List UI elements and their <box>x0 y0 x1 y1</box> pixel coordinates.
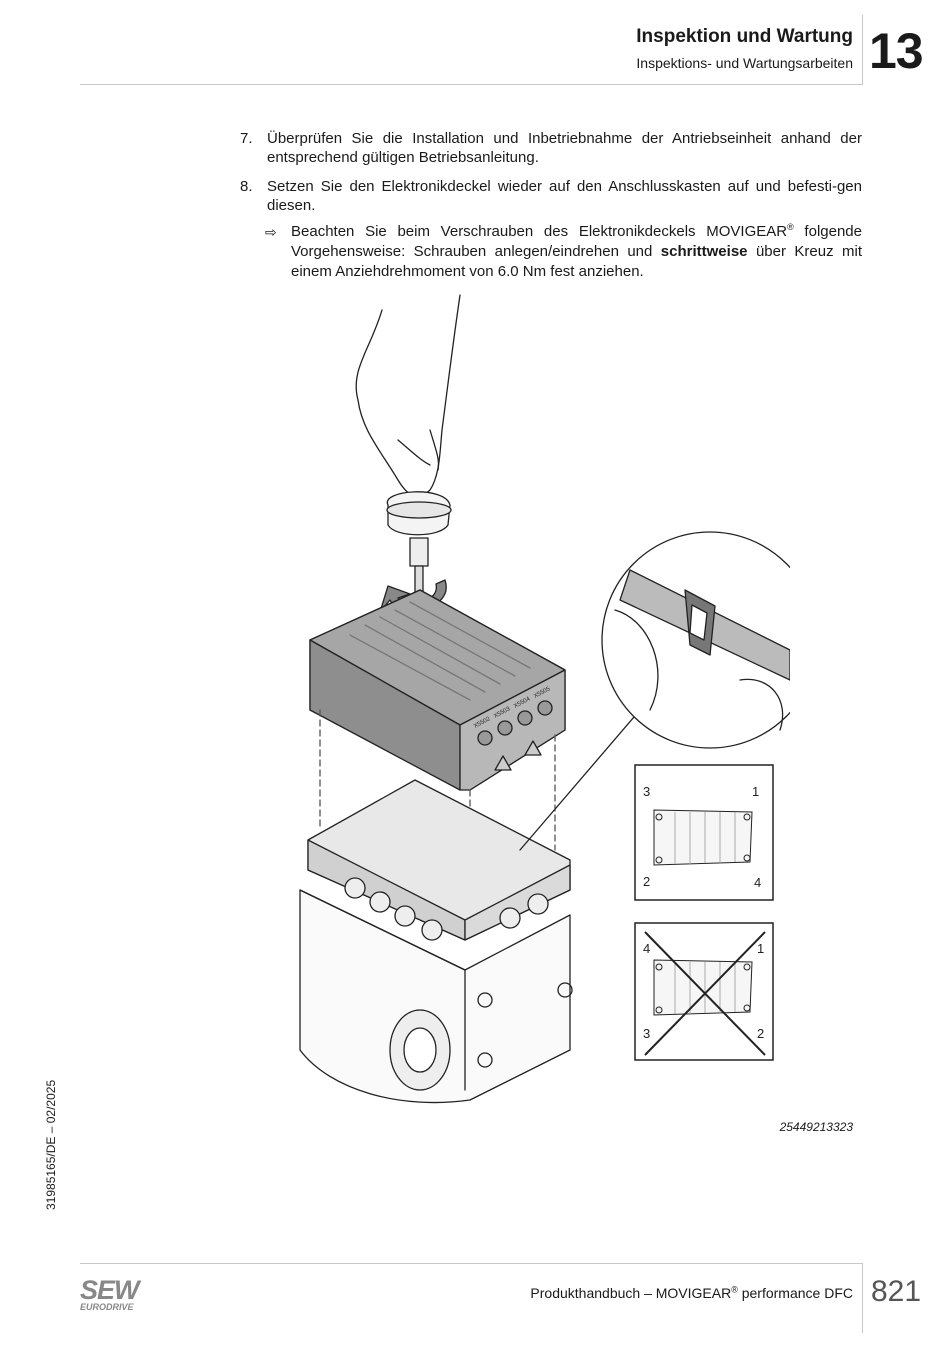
document-number: 31985165/DE – 02/2025 <box>44 1079 58 1210</box>
step-8: 8. Setzen Sie den Elektronikdeckel wiede… <box>240 177 862 215</box>
tightening-sequence-correct: 3 1 2 4 <box>634 764 774 901</box>
svg-text:4: 4 <box>643 941 650 956</box>
gear-unit <box>299 889 573 1104</box>
tightening-sequence-wrong: 4 1 3 2 <box>634 922 774 1061</box>
hint-text: Beachten Sie beim Verschrauben des Elekt… <box>291 222 862 281</box>
svg-text:3: 3 <box>643 784 650 799</box>
assembly-illustration: X5502 X5503 X5504 X5505 3 1 2 4 4 1 3 2 <box>299 294 790 1104</box>
svg-text:2: 2 <box>643 874 650 889</box>
step-7: 7. Überprüfen Sie die Installation und I… <box>240 129 862 167</box>
page-number: 821 <box>871 1275 922 1308</box>
hint-note: ⇨ Beachten Sie beim Verschrauben des Ele… <box>265 222 862 282</box>
electronics-cover <box>309 589 566 791</box>
section-subtitle: Inspektions- und Wartungsarbeiten <box>636 55 853 71</box>
footer-vertical-divider <box>862 1263 863 1333</box>
torque-screwdriver <box>386 491 452 597</box>
chapter-number: 13 <box>869 23 924 79</box>
section-title: Inspektion und Wartung <box>636 26 853 47</box>
header-divider <box>80 84 862 85</box>
step-number: 7. <box>240 130 253 147</box>
detail-zoom-circle <box>601 531 790 749</box>
footer-divider <box>80 1263 862 1264</box>
step-text: Setzen Sie den Elektronikdeckel wieder a… <box>267 178 862 214</box>
footer-text: Produkthandbuch – MOVIGEAR® performance … <box>530 1284 853 1301</box>
svg-text:1: 1 <box>757 941 764 956</box>
svg-text:3: 3 <box>643 1026 650 1041</box>
step-number: 8. <box>240 178 253 195</box>
figure-id: 25449213323 <box>779 1120 853 1134</box>
step-text: Überprüfen Sie die Installation und Inbe… <box>267 130 862 166</box>
svg-text:4: 4 <box>754 875 761 890</box>
svg-text:1: 1 <box>752 784 759 799</box>
arrow-right-icon: ⇨ <box>265 224 277 240</box>
svg-text:2: 2 <box>757 1026 764 1041</box>
terminal-box <box>307 779 571 941</box>
hand-illustration <box>355 294 461 498</box>
header-vertical-divider <box>862 15 863 85</box>
sew-eurodrive-logo: SEW EURODRIVE <box>80 1275 140 1313</box>
